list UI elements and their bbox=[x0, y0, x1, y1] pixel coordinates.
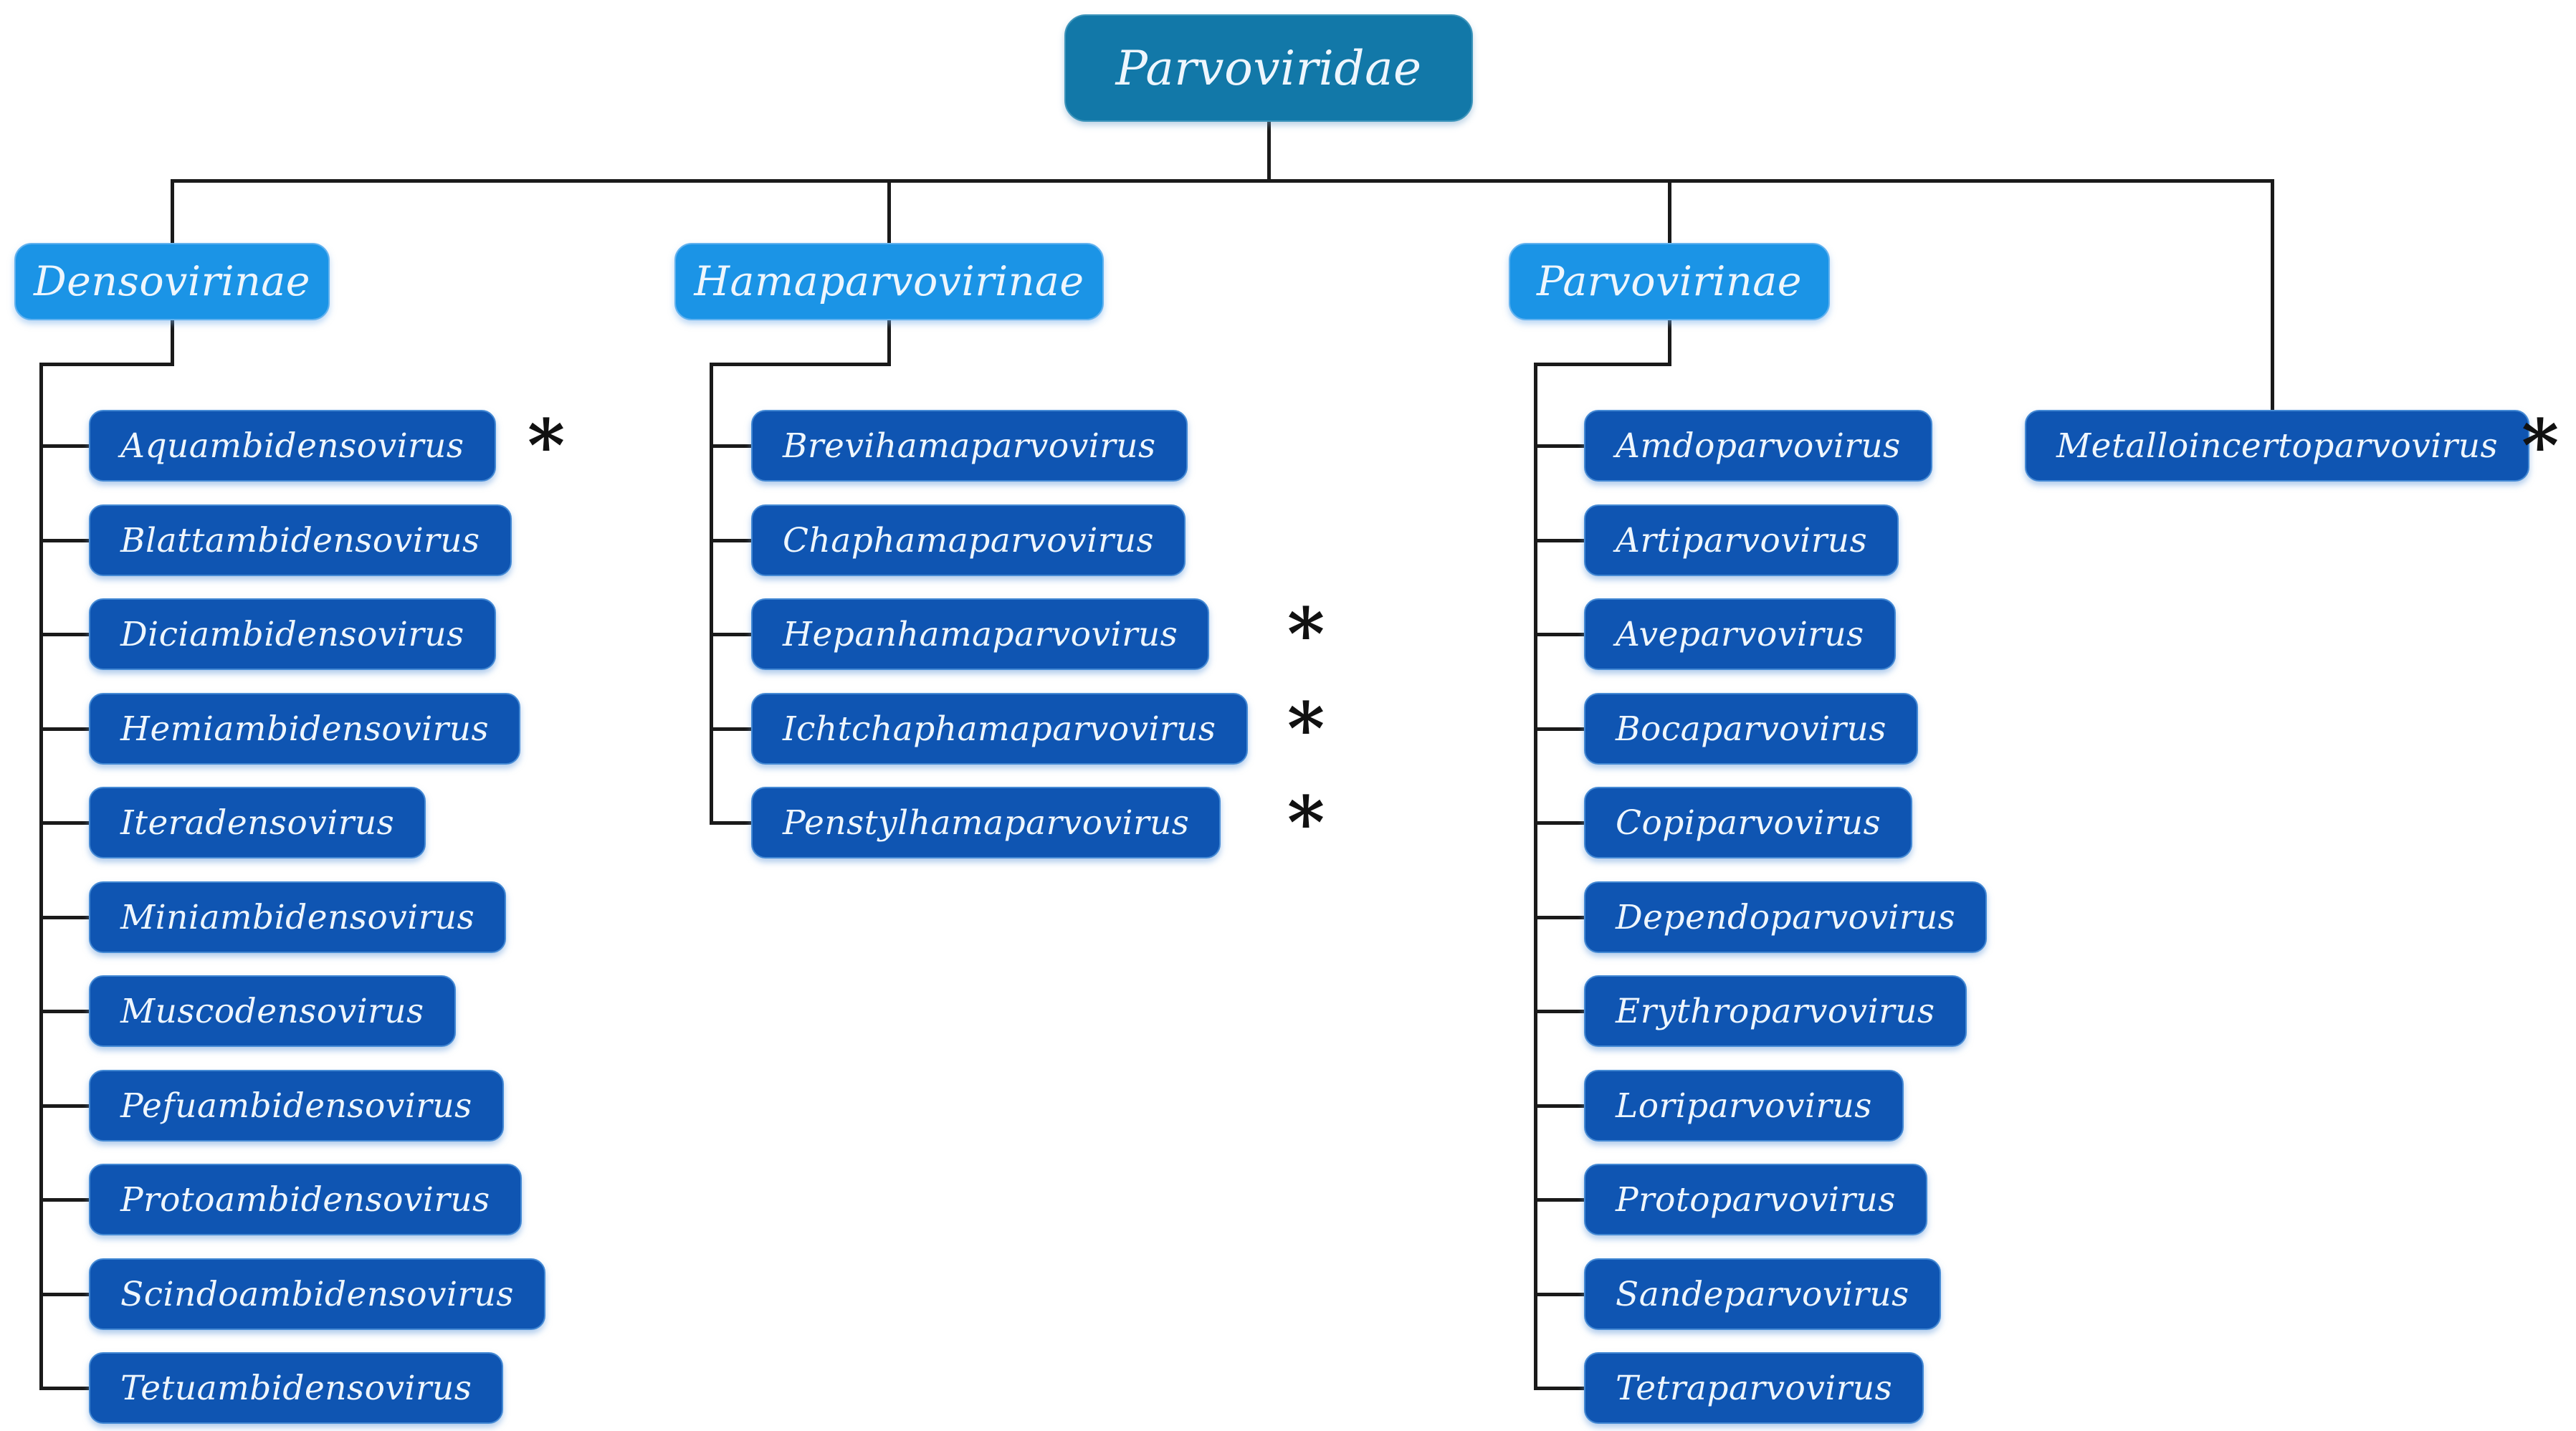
connector-tick-parvovirinae-0 bbox=[1534, 444, 1585, 448]
connector-drop-parvovirinae bbox=[1668, 179, 1671, 244]
genus-box-tetraparvovirus: Tetraparvovirus bbox=[1584, 1352, 1924, 1424]
connector-tick-parvovirinae-3 bbox=[1534, 727, 1585, 731]
connector-tick-parvovirinae-4 bbox=[1534, 821, 1585, 825]
genus-box-aveparvovirus: Aveparvovirus bbox=[1584, 598, 1896, 670]
genus-box-aquambidensovirus: Aquambidensovirus bbox=[89, 410, 496, 482]
connector-tick-parvovirinae-5 bbox=[1534, 916, 1585, 919]
asterisk-icon-aquambidensovirus: * bbox=[527, 403, 566, 488]
genus-box-protoparvovirus: Protoparvovirus bbox=[1584, 1164, 1927, 1235]
connector-tick-parvovirinae-9 bbox=[1534, 1293, 1585, 1296]
connector-tick-parvovirinae-8 bbox=[1534, 1198, 1585, 1202]
connector-tick-densovirinae-0 bbox=[39, 444, 90, 448]
connector-tick-densovirinae-8 bbox=[39, 1198, 90, 1202]
connector-spine-hamaparvovirinae bbox=[710, 363, 713, 825]
connector-tick-densovirinae-7 bbox=[39, 1104, 90, 1108]
genus-box-muscodensovirus: Muscodensovirus bbox=[89, 975, 456, 1047]
connector-tick-densovirinae-1 bbox=[39, 539, 90, 542]
genus-box-chaphamaparvovirus: Chaphamaparvovirus bbox=[751, 504, 1186, 576]
genus-box-iteradensovirus: Iteradensovirus bbox=[89, 787, 426, 858]
asterisk-icon-penstylhamaparvovirus: * bbox=[1287, 780, 1325, 865]
genus-box-artiparvovirus: Artiparvovirus bbox=[1584, 504, 1899, 576]
connector-tick-hamaparvovirinae-3 bbox=[710, 727, 753, 731]
connector-tick-densovirinae-9 bbox=[39, 1293, 90, 1296]
family-box-parvoviridae: Parvoviridae bbox=[1064, 14, 1473, 122]
connector-family-riser bbox=[1267, 119, 1271, 183]
genus-box-penstylhamaparvovirus: Penstylhamaparvovirus bbox=[751, 787, 1221, 858]
connector-tick-hamaparvovirinae-1 bbox=[710, 539, 753, 542]
connector-top-horizontal bbox=[171, 179, 2274, 183]
connector-tick-densovirinae-6 bbox=[39, 1010, 90, 1013]
connector-tick-densovirinae-2 bbox=[39, 633, 90, 636]
genus-box-ichtchaphamaparvovirus: Ichtchaphamaparvovirus bbox=[751, 693, 1248, 765]
genus-box-dependoparvovirus: Dependoparvovirus bbox=[1584, 881, 1988, 953]
subfamily-box-hamaparvovirinae: Hamaparvovirinae bbox=[674, 243, 1104, 320]
genus-box-erythroparvovirus: Erythroparvovirus bbox=[1584, 975, 1967, 1047]
subfamily-box-densovirinae: Densovirinae bbox=[14, 243, 330, 320]
connector-drop-metalloincertoparvovirus bbox=[2271, 179, 2274, 411]
genus-box-bocaparvovirus: Bocaparvovirus bbox=[1584, 693, 1919, 765]
genus-box-loriparvovirus: Loriparvovirus bbox=[1584, 1070, 1904, 1142]
subfamily-box-parvovirinae: Parvovirinae bbox=[1509, 243, 1830, 320]
genus-box-blattambidensovirus: Blattambidensovirus bbox=[89, 504, 512, 576]
genus-box-hepanhamaparvovirus: Hepanhamaparvovirus bbox=[751, 598, 1210, 670]
genus-box-brevihamaparvovirus: Brevihamaparvovirus bbox=[751, 410, 1188, 482]
genus-box-tetuambidensovirus: Tetuambidensovirus bbox=[89, 1352, 504, 1424]
connector-tick-parvovirinae-10 bbox=[1534, 1387, 1585, 1390]
connector-tick-densovirinae-4 bbox=[39, 821, 90, 825]
genus-box-copiparvovirus: Copiparvovirus bbox=[1584, 787, 1913, 858]
genus-box-scindoambidensovirus: Scindoambidensovirus bbox=[89, 1258, 545, 1330]
connector-tick-hamaparvovirinae-0 bbox=[710, 444, 753, 448]
connector-tick-hamaparvovirinae-4 bbox=[710, 821, 753, 825]
connector-tick-densovirinae-3 bbox=[39, 727, 90, 731]
asterisk-icon-metalloincertoparvovirus: * bbox=[2521, 403, 2560, 488]
connector-stem-densovirinae bbox=[171, 319, 174, 366]
connector-tick-hamaparvovirinae-2 bbox=[710, 633, 753, 636]
genus-box-protoambidensovirus: Protoambidensovirus bbox=[89, 1164, 522, 1235]
connector-tick-parvovirinae-2 bbox=[1534, 633, 1585, 636]
connector-tick-densovirinae-5 bbox=[39, 916, 90, 919]
asterisk-icon-hepanhamaparvovirus: * bbox=[1287, 592, 1325, 676]
connector-tick-parvovirinae-7 bbox=[1534, 1104, 1585, 1108]
connector-tick-parvovirinae-1 bbox=[1534, 539, 1585, 542]
connector-spine-densovirinae bbox=[39, 363, 43, 1390]
genus-box-amdoparvovirus: Amdoparvovirus bbox=[1584, 410, 1932, 482]
asterisk-icon-ichtchaphamaparvovirus: * bbox=[1287, 686, 1325, 771]
connector-spine-parvovirinae bbox=[1534, 363, 1537, 1390]
genus-box-hemiambidensovirus: Hemiambidensovirus bbox=[89, 693, 521, 765]
connector-elbow-hamaparvovirinae bbox=[710, 363, 891, 366]
genus-box-miniambidensovirus: Miniambidensovirus bbox=[89, 881, 507, 953]
genus-box-pefuambidensovirus: Pefuambidensovirus bbox=[89, 1070, 504, 1142]
genus-box-sandeparvovirus: Sandeparvovirus bbox=[1584, 1258, 1941, 1330]
connector-tick-parvovirinae-6 bbox=[1534, 1010, 1585, 1013]
connector-drop-hamaparvovirinae bbox=[887, 179, 891, 244]
connector-tick-densovirinae-10 bbox=[39, 1387, 90, 1390]
genus-box-metalloincertoparvovirus: Metalloincertoparvovirus bbox=[2025, 410, 2530, 482]
connector-drop-densovirinae bbox=[171, 179, 174, 244]
connector-stem-parvovirinae bbox=[1668, 319, 1671, 366]
genus-box-diciambidensovirus: Diciambidensovirus bbox=[89, 598, 496, 670]
connector-elbow-densovirinae bbox=[39, 363, 174, 366]
connector-elbow-parvovirinae bbox=[1534, 363, 1671, 366]
connector-stem-hamaparvovirinae bbox=[887, 319, 891, 366]
